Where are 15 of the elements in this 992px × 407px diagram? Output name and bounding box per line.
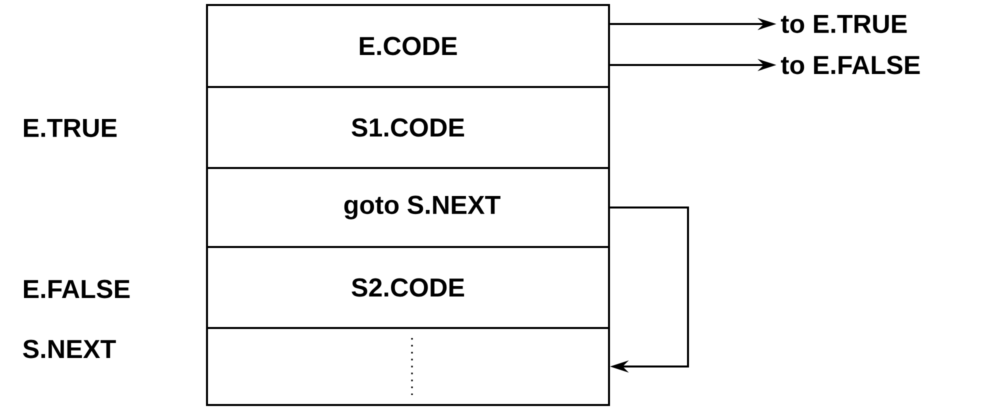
- code-box: [206, 246, 610, 329]
- target-text: to E.FALSE: [780, 56, 920, 74]
- target-text: to E.TRUE: [780, 14, 907, 34]
- empty-box: [206, 327, 610, 406]
- code-box: [206, 86, 610, 169]
- arrow: [610, 206, 689, 373]
- box-text: S1.CODE: [352, 118, 464, 137]
- code-box: [206, 167, 610, 248]
- box-text: goto S.NEXT: [344, 196, 500, 220]
- box-text: S2.CODE: [352, 278, 464, 297]
- side-label: E.FALSE: [24, 280, 130, 298]
- code-box: [206, 4, 610, 88]
- side-label: E.TRUE: [24, 118, 117, 138]
- side-label: S.NEXT: [23, 340, 116, 358]
- box-text: E.CODE: [360, 36, 457, 56]
